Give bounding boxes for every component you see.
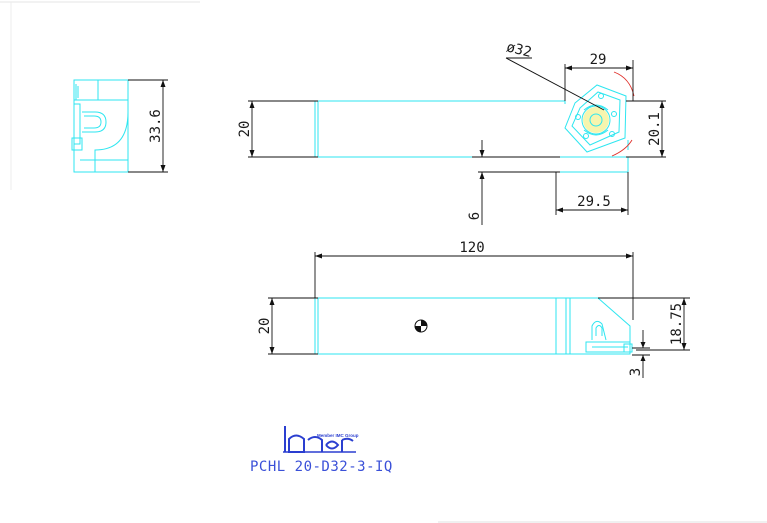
dim-diameter: ø32 [505,39,533,61]
dim-height-20-1: 20.1 [647,112,663,146]
dim-height-18-75: 18.75 [669,303,685,345]
end-view [71,79,168,173]
dim-height-20-main: 20 [237,121,253,138]
dim-offset-3: 3 [628,368,644,376]
iscar-logo: Member IMC Group [283,426,359,453]
dim-overall-length: 120 [459,240,484,256]
dim-offset-6: 6 [467,212,483,220]
part-number: PCHL 20-D32-3-IQ [250,459,393,475]
side-view [268,252,690,378]
logo-tagline: Member IMC Group [317,433,359,438]
main-view [248,57,666,225]
dim-length-29-5: 29.5 [577,194,611,210]
dim-width-29: 29 [590,52,607,68]
dim-height-20-side: 20 [257,318,273,335]
dim-top-height: 33.6 [148,109,164,143]
